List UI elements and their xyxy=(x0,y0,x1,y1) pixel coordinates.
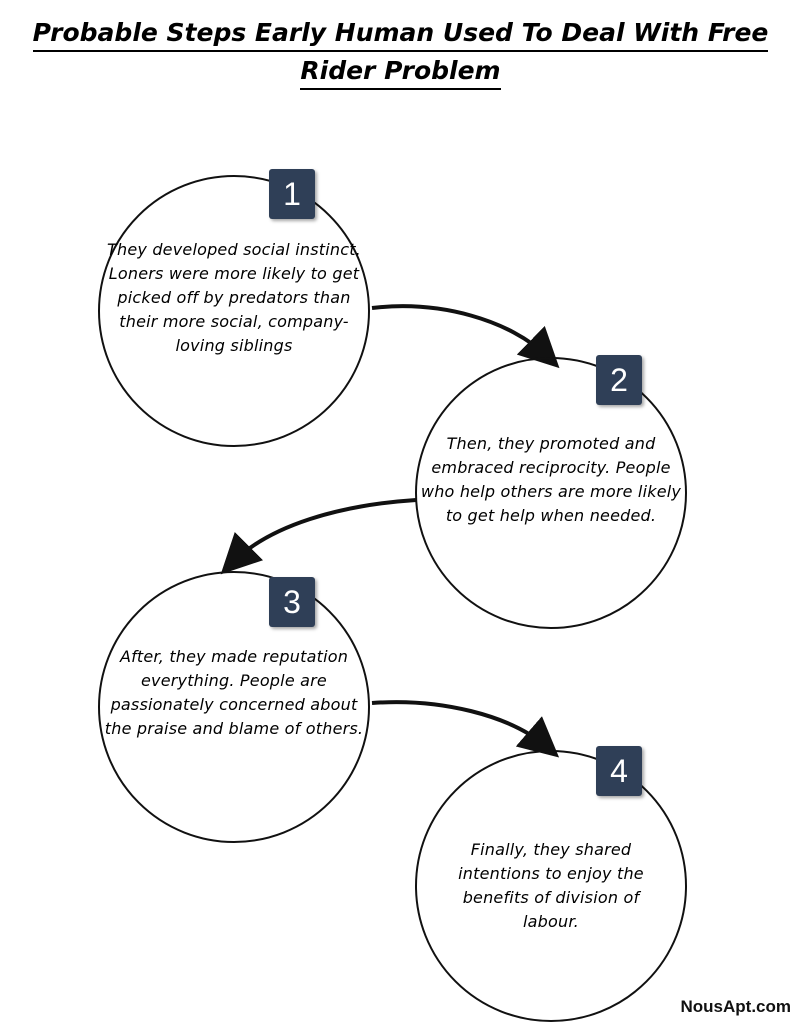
step-4-circle xyxy=(415,750,687,1022)
step-3-badge: 3 xyxy=(269,577,315,627)
brand-watermark: NousApt.com xyxy=(680,997,792,1016)
diagram-title: Probable Steps Early Human Used To Deal … xyxy=(0,14,801,90)
step-4-badge: 4 xyxy=(596,746,642,796)
step-2-circle xyxy=(415,357,687,629)
step-1-circle xyxy=(98,175,370,447)
step-1-text: They developed social instinct. Loners w… xyxy=(107,240,361,355)
step-4-text: Finally, they shared intentions to enjoy… xyxy=(458,840,644,931)
arrow-3-to-4 xyxy=(371,700,560,758)
title-line-1: Probable Steps Early Human Used To Deal … xyxy=(32,17,769,52)
arrow-2-to-3 xyxy=(220,498,417,575)
step-3-text: After, they made reputation everything. … xyxy=(104,647,364,738)
arrow-1-to-2 xyxy=(371,304,560,369)
title-line-2: Rider Problem xyxy=(300,55,501,90)
step-1-badge: 1 xyxy=(269,169,315,219)
step-3-circle xyxy=(98,571,370,843)
step-2-text: Then, they promoted and embraced recipro… xyxy=(420,434,682,525)
step-2-badge: 2 xyxy=(596,355,642,405)
